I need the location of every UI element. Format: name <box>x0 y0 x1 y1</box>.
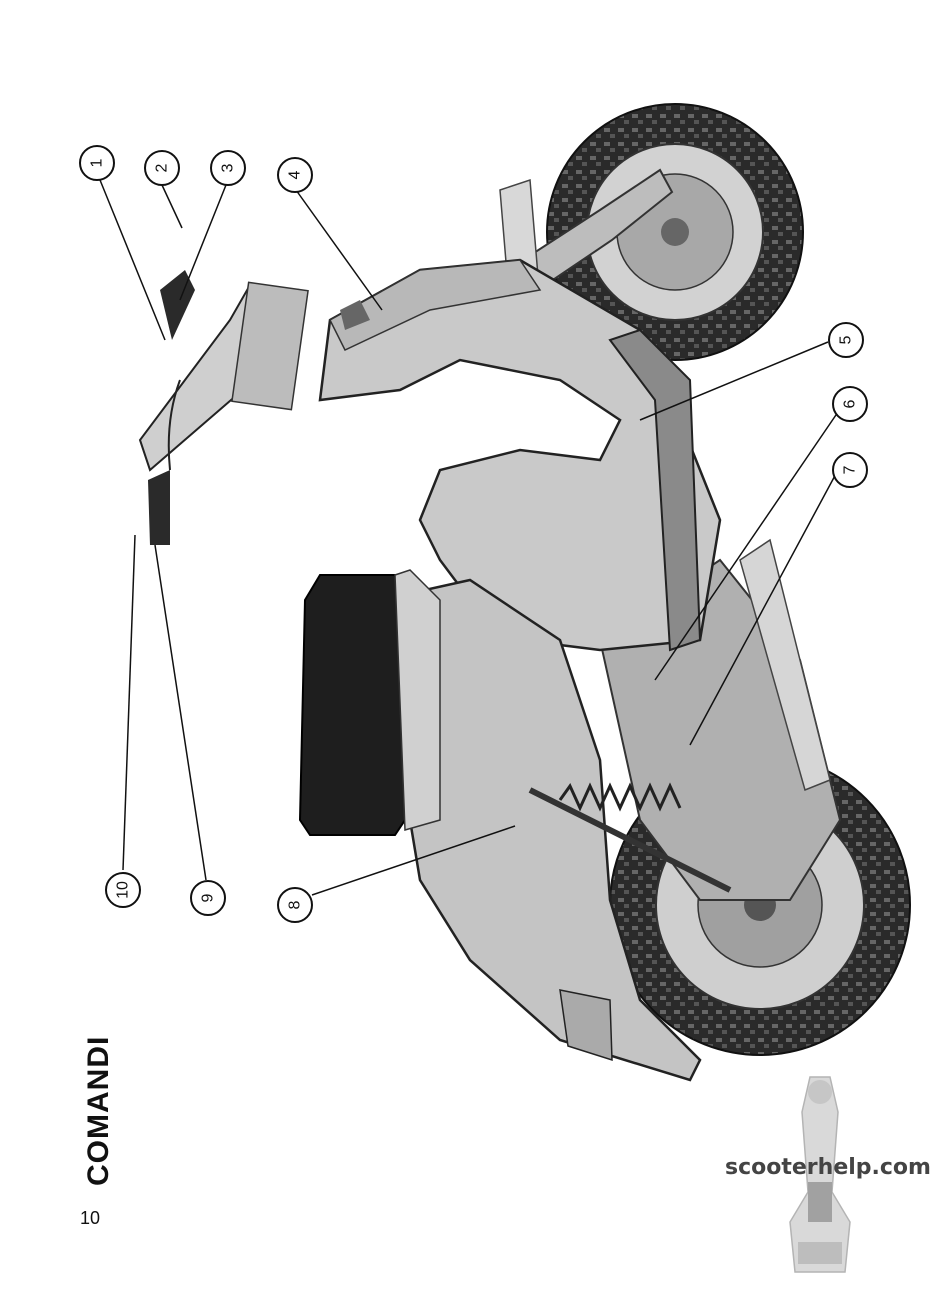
callout-7: 7 <box>832 452 868 488</box>
floorboard <box>608 328 702 652</box>
callout-5: 5 <box>828 322 864 358</box>
callout-6-label: 6 <box>842 399 859 408</box>
callout-8: 8 <box>277 887 313 923</box>
rear-cowl <box>378 578 702 1082</box>
callout-10-label: 10 <box>115 881 132 899</box>
callout-10: 10 <box>105 872 141 908</box>
callout-5-label: 5 <box>838 335 855 344</box>
handlebar <box>138 270 370 545</box>
callout-2: 2 <box>144 150 180 186</box>
callout-4: 4 <box>277 157 313 193</box>
callout-3-label: 3 <box>220 163 237 172</box>
rear-shock <box>528 782 732 893</box>
page-number: 10 <box>80 1208 101 1228</box>
callout-8-label: 8 <box>287 900 304 909</box>
callout-6: 6 <box>832 386 868 422</box>
callout-9: 9 <box>190 880 226 916</box>
right-grip <box>160 270 195 340</box>
callout-1-label: 1 <box>89 158 106 167</box>
watermark-thumbnail <box>789 1076 851 1273</box>
tail-light <box>559 989 613 1062</box>
front-wheel <box>546 103 804 361</box>
callout-7-label: 7 <box>842 465 859 474</box>
callout-1: 1 <box>79 145 115 181</box>
callout-9-label: 9 <box>200 893 217 902</box>
left-grip <box>148 470 170 545</box>
watermark-text: scooterhelp.com <box>725 1155 930 1180</box>
section-title: COMANDI <box>82 1035 115 1186</box>
rear-arm <box>739 538 831 792</box>
callout-leaders <box>99 179 839 896</box>
callout-2-label: 2 <box>154 163 171 172</box>
callout-3: 3 <box>210 150 246 186</box>
callout-4-label: 4 <box>287 170 304 179</box>
